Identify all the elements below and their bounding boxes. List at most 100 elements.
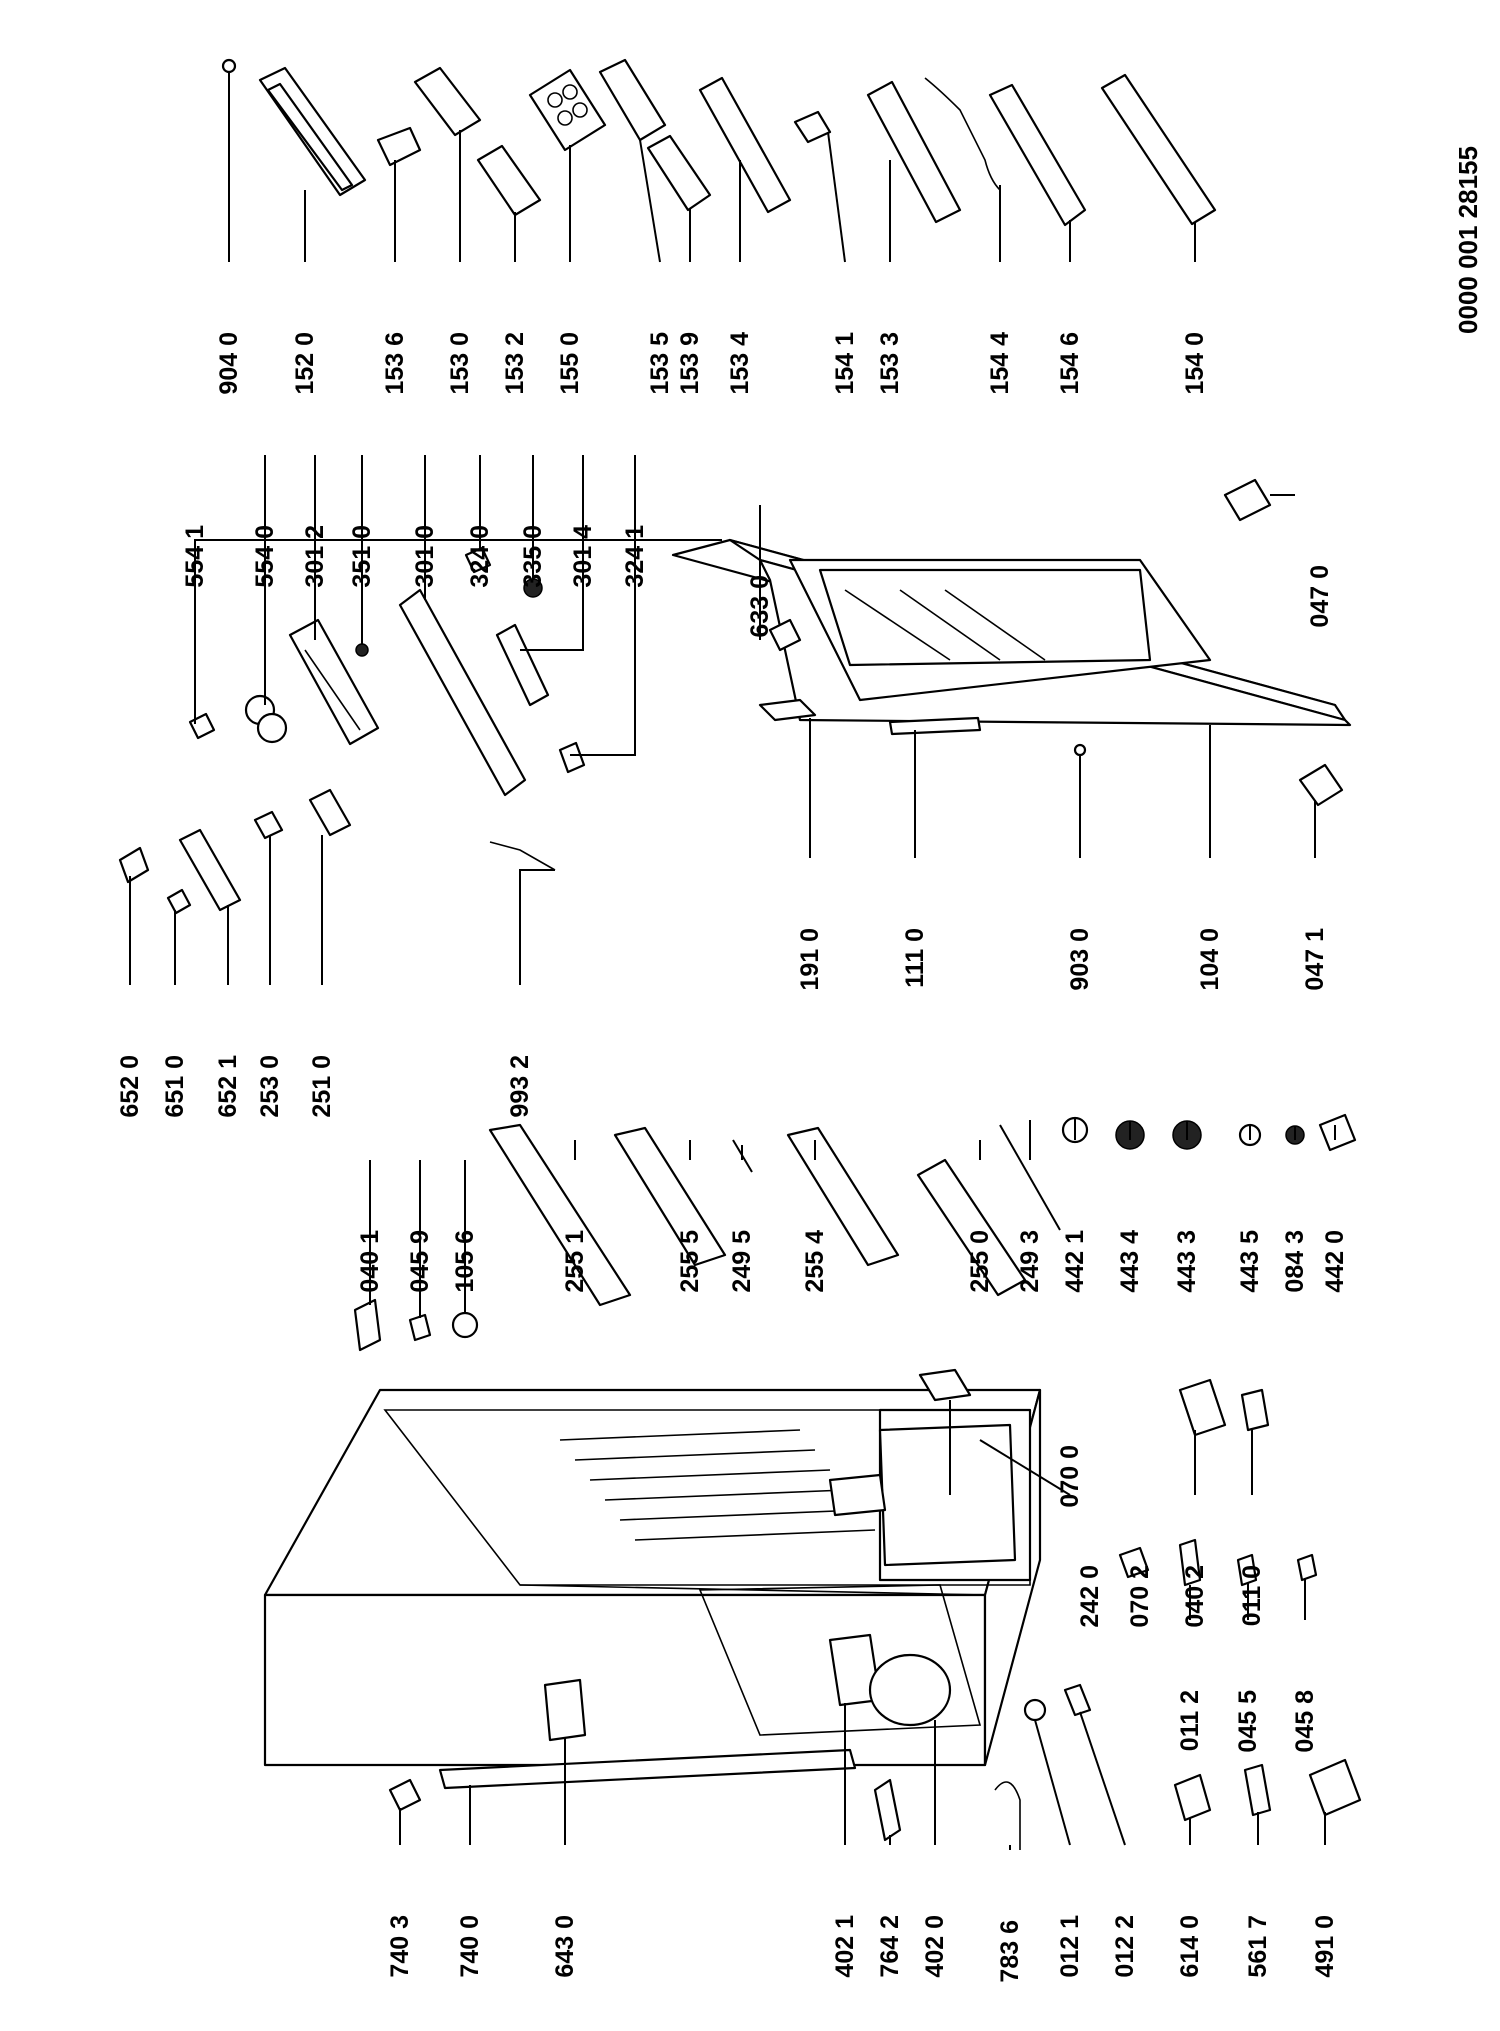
foot-047-1 xyxy=(1298,763,1344,807)
hinge-011-2 xyxy=(1178,1538,1202,1587)
part-label-651-0: 651 0 xyxy=(161,1055,189,1118)
part-label-443-4: 443 4 xyxy=(1116,1230,1144,1293)
part-label-554-1: 554 1 xyxy=(181,525,209,588)
drawing-number: 0000 001 28155 xyxy=(1453,146,1483,334)
bracket-633-0 xyxy=(768,618,802,652)
part-label-040-1: 040 1 xyxy=(356,1230,384,1293)
clip-154-1 xyxy=(793,110,832,144)
thermostat-561-7 xyxy=(1243,1763,1272,1817)
glass-shelf-255-5 xyxy=(613,1126,727,1267)
switch-554-0 xyxy=(244,694,288,744)
cable-783-6 xyxy=(994,1781,1021,1850)
part-label-301-0: 301 0 xyxy=(411,525,439,588)
part-label-070-0: 070 0 xyxy=(1056,1445,1084,1508)
part-label-154-6: 154 6 xyxy=(1056,332,1084,395)
part-label-070-2: 070 2 xyxy=(1126,1565,1154,1628)
pin-045-9 xyxy=(408,1313,432,1342)
bin-153-9 xyxy=(646,134,712,212)
part-label-084-3: 084 3 xyxy=(1281,1230,1309,1293)
part-label-154-0: 154 0 xyxy=(1181,332,1209,395)
egg-tray-155-0 xyxy=(528,68,607,152)
compressor-402-0 xyxy=(868,1653,952,1727)
part-label-249-3: 249 3 xyxy=(1016,1230,1044,1293)
part-label-652-0: 652 0 xyxy=(116,1055,144,1118)
lamp-cover-652-0 xyxy=(118,846,150,884)
lamp-housing-652-1 xyxy=(178,828,242,912)
door-shelf-152-0 xyxy=(258,66,367,197)
part-label-105-6: 105 6 xyxy=(451,1230,479,1293)
part-label-012-2: 012 2 xyxy=(1111,1915,1139,1978)
part-label-153-6: 153 6 xyxy=(381,332,409,395)
part-label-191-0: 191 0 xyxy=(796,928,824,991)
leaders-shelves xyxy=(129,835,1336,1318)
sensor-993-2 xyxy=(489,841,556,871)
part-label-153-3: 153 3 xyxy=(876,332,904,395)
bin-153-5 xyxy=(598,58,667,142)
hinge-111-0 xyxy=(888,716,982,736)
heater-740-0 xyxy=(438,1748,857,1790)
part-label-242-0: 242 0 xyxy=(1076,1565,1104,1628)
screw-011-0 xyxy=(1240,1388,1270,1432)
drain-491-0 xyxy=(1308,1758,1362,1817)
screw-903-0 xyxy=(1073,743,1087,757)
crisper-242-0 xyxy=(878,1423,1017,1567)
wire-154-4 xyxy=(924,77,1001,191)
part-label-255-5: 255 5 xyxy=(676,1230,704,1293)
part-label-045-5: 045 5 xyxy=(1234,1690,1262,1753)
bulb-651-0 xyxy=(166,888,192,915)
clip-324-0 xyxy=(464,546,492,574)
screw-904-0 xyxy=(221,58,237,74)
part-label-783-6: 783 6 xyxy=(996,1920,1024,1983)
part-label-253-0: 253 0 xyxy=(256,1055,284,1118)
part-label-324-0: 324 0 xyxy=(466,525,494,588)
housing-301-0 xyxy=(398,588,527,797)
part-label-324-1: 324 1 xyxy=(621,525,649,588)
cover-070-2 xyxy=(828,1473,887,1517)
lamp-554-1 xyxy=(188,712,216,740)
door-shelf-153-4 xyxy=(698,76,792,214)
part-label-633-0: 633 0 xyxy=(746,575,774,638)
part-label-153-4: 153 4 xyxy=(726,332,754,395)
door-shelf-153-3 xyxy=(866,80,962,224)
foot-047-0 xyxy=(1223,478,1272,522)
part-label-351-0: 351 0 xyxy=(348,525,376,588)
part-label-045-9: 045 9 xyxy=(406,1230,434,1293)
part-label-154-4: 154 4 xyxy=(986,332,1014,395)
leaders-door xyxy=(759,494,1316,858)
part-label-047-1: 047 1 xyxy=(1301,928,1329,991)
part-label-442-0: 442 0 xyxy=(1321,1230,1349,1293)
tube-764-2 xyxy=(873,1778,902,1842)
part-label-554-0: 554 0 xyxy=(251,525,279,588)
part-label-153-2: 153 2 xyxy=(501,332,529,395)
part-label-764-2: 764 2 xyxy=(876,1915,904,1978)
part-label-443-3: 443 3 xyxy=(1173,1230,1201,1293)
part-label-740-0: 740 0 xyxy=(456,1915,484,1978)
part-label-011-0: 011 0 xyxy=(1238,1565,1266,1626)
cover-301-4 xyxy=(495,623,550,707)
clip-070-2-small xyxy=(1118,1546,1150,1579)
rating-plate-643-0 xyxy=(543,1678,587,1742)
capacitor-012-2 xyxy=(1063,1683,1092,1717)
part-label-614-0: 614 0 xyxy=(1176,1915,1204,1978)
pin-045-8 xyxy=(1296,1553,1318,1582)
part-label-335-0: 335 0 xyxy=(519,525,547,588)
part-label-251-0: 251 0 xyxy=(308,1055,336,1118)
part-label-643-0: 643 0 xyxy=(551,1915,579,1978)
part-label-104-0: 104 0 xyxy=(1196,928,1224,991)
glass-shelf-255-0 xyxy=(916,1158,1027,1297)
glass-shelf-255-1 xyxy=(488,1123,632,1307)
glass-shelf-255-4 xyxy=(786,1126,900,1267)
part-label-011-2: 011 2 xyxy=(1176,1690,1204,1751)
part-label-255-0: 255 0 xyxy=(966,1230,994,1293)
switch-253-0 xyxy=(253,810,284,840)
part-label-249-5: 249 5 xyxy=(728,1230,756,1293)
strip-249-3 xyxy=(999,1124,1061,1231)
bracket-153-6 xyxy=(376,126,422,167)
control-box-301-2 xyxy=(288,618,380,746)
part-label-255-1: 255 1 xyxy=(561,1230,589,1293)
part-label-491-0: 491 0 xyxy=(1311,1915,1339,1978)
leaders-controls xyxy=(194,455,722,756)
part-label-153-9: 153 9 xyxy=(676,332,704,395)
gasket-191-0 xyxy=(758,698,817,722)
bush-105-6 xyxy=(451,1311,479,1339)
